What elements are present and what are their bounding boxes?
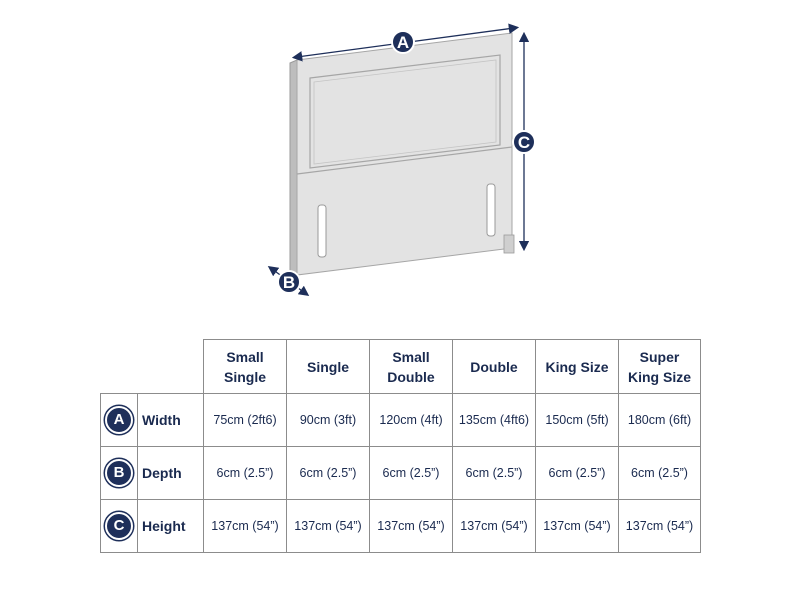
table-cell: 135cm (4ft6) [452, 393, 536, 447]
table-cell: 90cm (3ft) [286, 393, 370, 447]
table-cell: 180cm (6ft) [618, 393, 701, 447]
table-cell: 120cm (4ft) [369, 393, 453, 447]
size-header-row: Small Single Single Small Double Double … [100, 339, 701, 394]
headboard-upper-inset [309, 54, 501, 169]
header-small-single: Small Single [203, 339, 287, 394]
width-badge: A [391, 30, 415, 54]
row-label-depth: Depth [137, 446, 204, 500]
header-small-double: Small Double [369, 339, 453, 394]
table-cell: 6cm (2.5”) [369, 446, 453, 500]
svg-text:C: C [518, 133, 530, 152]
depth-badge-icon: B [105, 459, 133, 487]
table-cell: 137cm (54”) [369, 499, 453, 553]
table-row-width: A Width 75cm (2ft6) 90cm (3ft) 120cm (4f… [100, 393, 701, 447]
table-cell: 137cm (54”) [203, 499, 287, 553]
table-row-depth: B Depth 6cm (2.5”) 6cm (2.5”) 6cm (2.5”)… [100, 446, 701, 500]
table-row-height: C Height 137cm (54”) 137cm (54”) 137cm (… [100, 499, 701, 553]
row-badge-cell: B [100, 446, 138, 500]
row-badge-cell: C [100, 499, 138, 553]
width-badge-icon: A [105, 406, 133, 434]
row-label-height: Height [137, 499, 204, 553]
headboard-front-panel [296, 32, 513, 276]
height-badge-icon: C [105, 512, 133, 540]
size-table: Small Single Single Small Double Double … [100, 339, 701, 553]
table-cell: 137cm (54”) [618, 499, 701, 553]
row-label-width: Width [137, 393, 204, 447]
table-cell: 150cm (5ft) [535, 393, 619, 447]
header-double: Double [452, 339, 536, 394]
header-king-size: King Size [535, 339, 619, 394]
svg-text:B: B [283, 273, 295, 292]
table-cell: 75cm (2ft6) [203, 393, 287, 447]
headboard-diagram: A C B [267, 23, 536, 297]
row-badge-cell: A [100, 393, 138, 447]
header-blank-cell [100, 339, 204, 394]
headboard-side-face [289, 59, 298, 279]
headboard-leg-left [317, 204, 327, 258]
table-cell: 137cm (54”) [452, 499, 536, 553]
svg-text:A: A [397, 33, 409, 52]
header-super-king-size: Super King Size [618, 339, 701, 394]
table-cell: 6cm (2.5”) [286, 446, 370, 500]
table-cell: 137cm (54”) [535, 499, 619, 553]
depth-badge: B [277, 270, 301, 294]
table-cell: 137cm (54”) [286, 499, 370, 553]
headboard-leg-right [486, 183, 496, 237]
table-cell: 6cm (2.5”) [452, 446, 536, 500]
header-single: Single [286, 339, 370, 394]
height-badge: C [512, 130, 536, 154]
table-cell: 6cm (2.5”) [203, 446, 287, 500]
table-cell: 6cm (2.5”) [618, 446, 701, 500]
table-cell: 6cm (2.5”) [535, 446, 619, 500]
headboard-divide-line [296, 146, 513, 175]
